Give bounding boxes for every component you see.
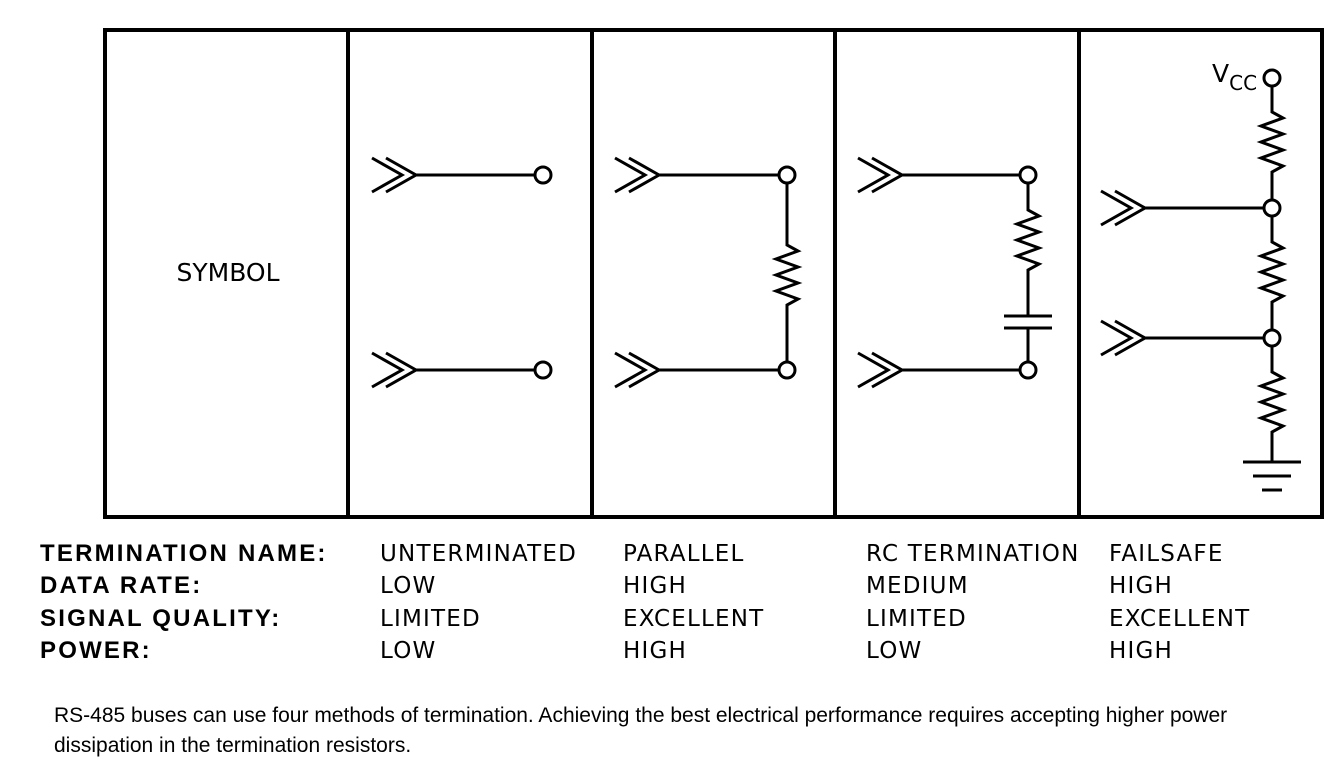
signal-arrow-icon [1100,189,1264,227]
signal-arrow-icon [857,351,1020,389]
table-cell: HIGH [1109,573,1173,599]
resistor-icon [1256,346,1288,462]
table-cell: LIMITED [866,606,967,632]
ground-icon [1243,460,1301,492]
table-cell: LOW [866,638,923,664]
resistor-icon [1256,86,1288,200]
table-cell: EXCELLENT [1109,606,1251,632]
resistor-icon [1256,216,1288,330]
row-label: DATA RATE: [40,572,203,599]
table-cell: MEDIUM [866,573,969,599]
terminal-node [533,165,553,185]
resistor-icon [1012,183,1044,316]
signal-arrow-icon [857,156,1020,194]
terminal-node [777,360,797,380]
vcc-label: VCC [1212,59,1257,95]
table-cell: LIMITED [380,606,481,632]
figure-caption: RS-485 buses can use four methods of ter… [54,704,1228,757]
termination-diagram: SYMBOL [103,28,1324,519]
symbol-label: SYMBOL [176,258,279,287]
terminal-node [1018,360,1038,380]
row-label: SIGNAL QUALITY: [40,605,282,632]
table-cell: HIGH [623,573,687,599]
table-cell: HIGH [623,638,687,664]
signal-arrow-icon [1100,319,1264,357]
vcc-label-main: V [1212,59,1229,88]
diagram-frame [103,28,1324,519]
table-cell: HIGH [1109,638,1173,664]
vcc-terminal-node [1262,68,1282,88]
table-cell: FAILSAFE [1109,541,1224,567]
resistor-icon [771,183,803,362]
table-cell: PARALLEL [623,541,745,567]
failsafe-symbol [1100,68,1301,492]
terminal-node [1262,198,1282,218]
vcc-label-sub: CC [1229,71,1257,95]
parallel-symbol [614,156,803,389]
terminal-node [777,165,797,185]
table-cell: RC TERMINATION [866,541,1080,567]
terminal-node [533,360,553,380]
table-cell: LOW [380,573,437,599]
terminal-node [1262,328,1282,348]
row-label: TERMINATION NAME: [40,540,328,567]
table-cell: UNTERMINATED [380,541,578,567]
signal-arrow-icon [371,351,535,389]
terminal-node [1018,165,1038,185]
signal-arrow-icon [371,156,535,194]
table-cell: EXCELLENT [623,606,765,632]
row-label: POWER: [40,637,152,664]
capacitor-icon [1004,314,1052,362]
table-cell: LOW [380,638,437,664]
signal-arrow-icon [614,351,779,389]
rc-termination-symbol [857,156,1052,389]
signal-arrow-icon [614,156,779,194]
unterminated-symbol [371,156,553,389]
